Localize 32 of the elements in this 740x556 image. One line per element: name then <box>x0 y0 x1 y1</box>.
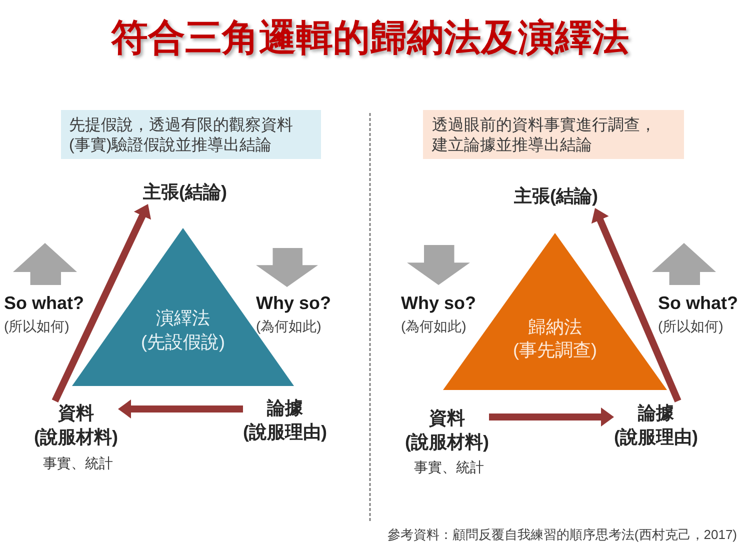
triangle-label: 演繹法 <box>156 307 210 329</box>
vertex-label: (說服理由) <box>614 426 698 449</box>
note-box: 先提假說，透過有限的觀察資料(事實)驗證假說並推導出結論 <box>61 110 321 159</box>
question-label: Why so? <box>401 292 476 314</box>
question-label: So what? <box>4 292 84 314</box>
arrow <box>489 408 614 426</box>
vertex-label: 論據 <box>266 397 304 420</box>
triangle-label: (事先調查) <box>513 339 597 361</box>
vertex-label: 主張(結論) <box>514 184 598 208</box>
triangle-label: (先設假說) <box>141 331 225 353</box>
source-note: 參考資料：顧問反覆自我練習的順序思考法(西村克己，2017) <box>387 526 737 544</box>
vertex-label: 主張(結論) <box>143 180 227 204</box>
vertex-label: (說服材料) <box>405 431 489 454</box>
note-label: (為何如此) <box>256 317 322 335</box>
note-label: (所以如何) <box>4 317 70 335</box>
note-label: (為何如此) <box>401 317 466 335</box>
vertex-label: (說服材料) <box>34 426 118 449</box>
note-box: 透過眼前的資料事實進行調查，建立論據並推導出結論 <box>423 110 684 159</box>
vertex-label: 資料 <box>57 402 95 425</box>
question-label: So what? <box>658 292 738 314</box>
arrow <box>52 202 152 402</box>
triangle-label: 歸納法 <box>528 316 582 338</box>
detail-text: 事實、統計 <box>414 458 484 476</box>
question-label: Why so? <box>256 292 331 314</box>
title: 符合三角邏輯的歸納法及演繹法 <box>111 16 629 60</box>
note-label: (所以如何) <box>658 317 724 335</box>
arrow <box>591 206 682 402</box>
arrow <box>118 400 243 418</box>
vertex-label: 論據 <box>636 402 675 425</box>
vertex-label: 資料 <box>428 407 466 430</box>
detail-text: 事實、統計 <box>43 454 113 472</box>
vertex-label: (說服理由) <box>243 421 327 444</box>
